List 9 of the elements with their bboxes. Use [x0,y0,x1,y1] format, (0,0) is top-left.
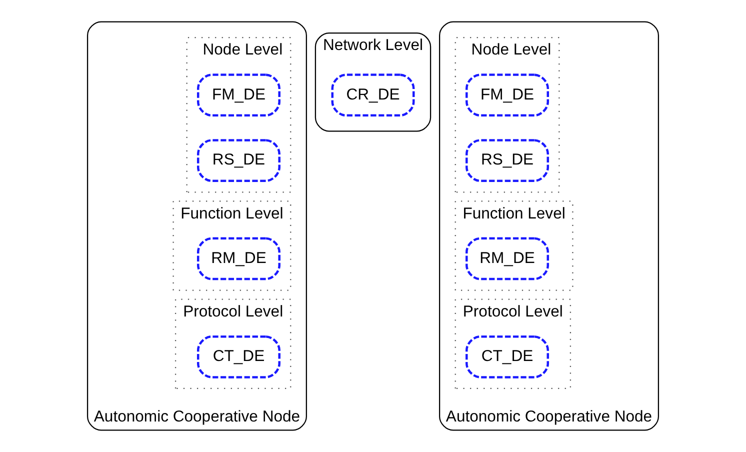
node-box: RS_DE [466,139,550,182]
node-box: RM_DE [466,237,550,280]
node-box: FM_DE [466,74,550,117]
node-box: CR_DE [331,74,415,117]
node-box: RS_DE [196,139,280,182]
node-box: CT_DE [466,335,550,378]
node-box: CT_DE [196,335,280,378]
node-box: RM_DE [196,237,280,280]
node-box: FM_DE [196,74,280,117]
